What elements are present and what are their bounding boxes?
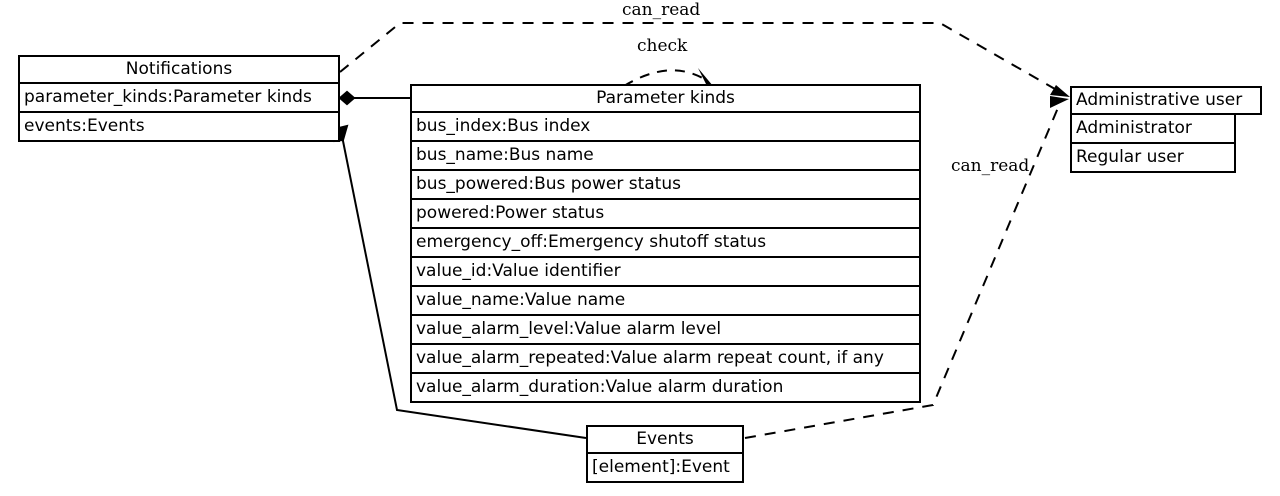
class-attribute: value_name:Value name <box>410 287 921 316</box>
edge-notifications-administrative-user <box>339 22 1070 97</box>
class-box-notifications: Notifications parameter_kinds:Parameter … <box>18 55 340 142</box>
class-attribute: events:Events <box>18 113 340 142</box>
class-literal: Administrator <box>1070 115 1236 144</box>
class-box-parameter-kinds: Parameter kinds bus_index:Bus index bus_… <box>410 84 921 403</box>
class-attribute: [element]:Event <box>586 454 744 483</box>
arrow-head-icon <box>694 68 713 86</box>
class-title-administrative-user: Administrative user <box>1070 86 1262 115</box>
class-attribute: powered:Power status <box>410 200 921 229</box>
class-attribute: value_alarm_repeated:Value alarm repeat … <box>410 345 921 374</box>
edge-notifications-parameter-kinds <box>338 90 410 106</box>
arrow-head-icon <box>1050 85 1070 97</box>
class-attribute: bus_powered:Bus power status <box>410 171 921 200</box>
edge-label-check: check <box>637 36 688 56</box>
class-attribute: emergency_off:Emergency shutoff status <box>410 229 921 258</box>
class-box-administrative-user: Administrative user Administrator Regula… <box>1070 86 1262 173</box>
class-attribute: parameter_kinds:Parameter kinds <box>18 84 340 113</box>
class-literal: Regular user <box>1070 144 1236 173</box>
class-title-events: Events <box>586 425 744 454</box>
edge-label-can-read-top: can_read <box>622 0 701 20</box>
class-attribute: bus_index:Bus index <box>410 113 921 142</box>
edge-events-administrative-user <box>744 96 1069 439</box>
class-attribute: bus_name:Bus name <box>410 142 921 171</box>
class-title-parameter-kinds: Parameter kinds <box>410 84 921 113</box>
class-attribute: value_alarm_duration:Value alarm duratio… <box>410 374 921 403</box>
class-attribute: value_alarm_level:Value alarm level <box>410 316 921 345</box>
class-attribute: value_id:Value identifier <box>410 258 921 287</box>
edge-parameter-kinds-check <box>623 68 713 87</box>
class-title-notifications: Notifications <box>18 55 340 84</box>
class-box-events: Events [element]:Event <box>586 425 744 483</box>
filled-diamond-icon <box>338 90 356 106</box>
arrow-head-icon <box>1050 96 1069 108</box>
edge-label-can-read-right: can_read <box>951 156 1030 176</box>
